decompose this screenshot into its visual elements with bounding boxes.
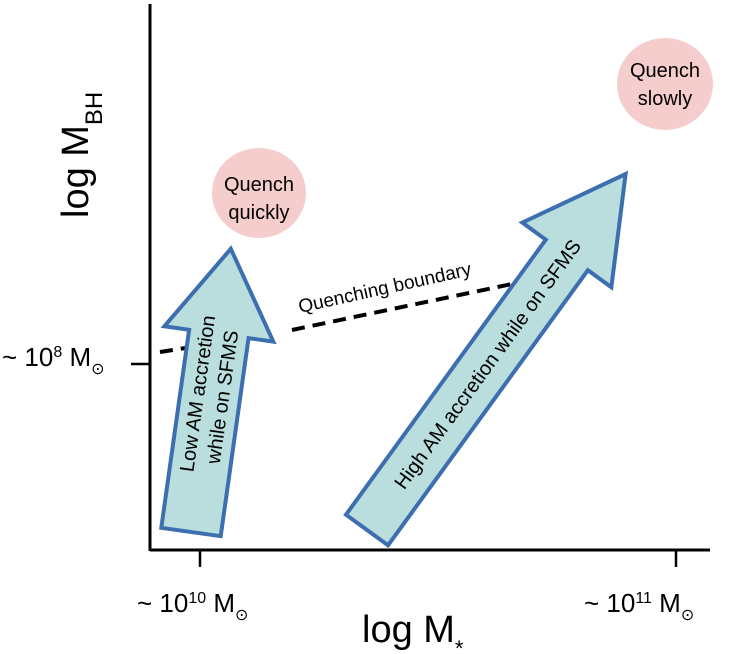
quench-quickly-line1: Quench	[224, 174, 294, 196]
quenching-boundary-left	[159, 343, 206, 354]
high-am-arrow: High AM accretion while on SFMS	[343, 170, 629, 549]
quench-quickly-line2: quickly	[228, 202, 289, 224]
quench-slowly-line2: slowly	[638, 88, 692, 110]
x-tick-label-1: ~ 1010 M⊙	[137, 588, 248, 624]
quench-slowly-bubble	[617, 38, 713, 130]
quench-slowly-line1: Quench	[630, 60, 700, 82]
low-am-arrow-shape	[159, 245, 277, 539]
x-axis-title: log M*	[362, 609, 464, 654]
y-axis-title: log MBH	[55, 92, 108, 218]
quench-quickly-bubble	[212, 148, 306, 238]
x-tick-label-2: ~ 1011 M⊙	[584, 588, 694, 624]
high-am-arrow-shape	[343, 170, 629, 549]
y-tick-label: ~ 108 M⊙	[2, 342, 105, 378]
low-am-arrow: Low AM accretion while on SFMS	[159, 245, 277, 539]
